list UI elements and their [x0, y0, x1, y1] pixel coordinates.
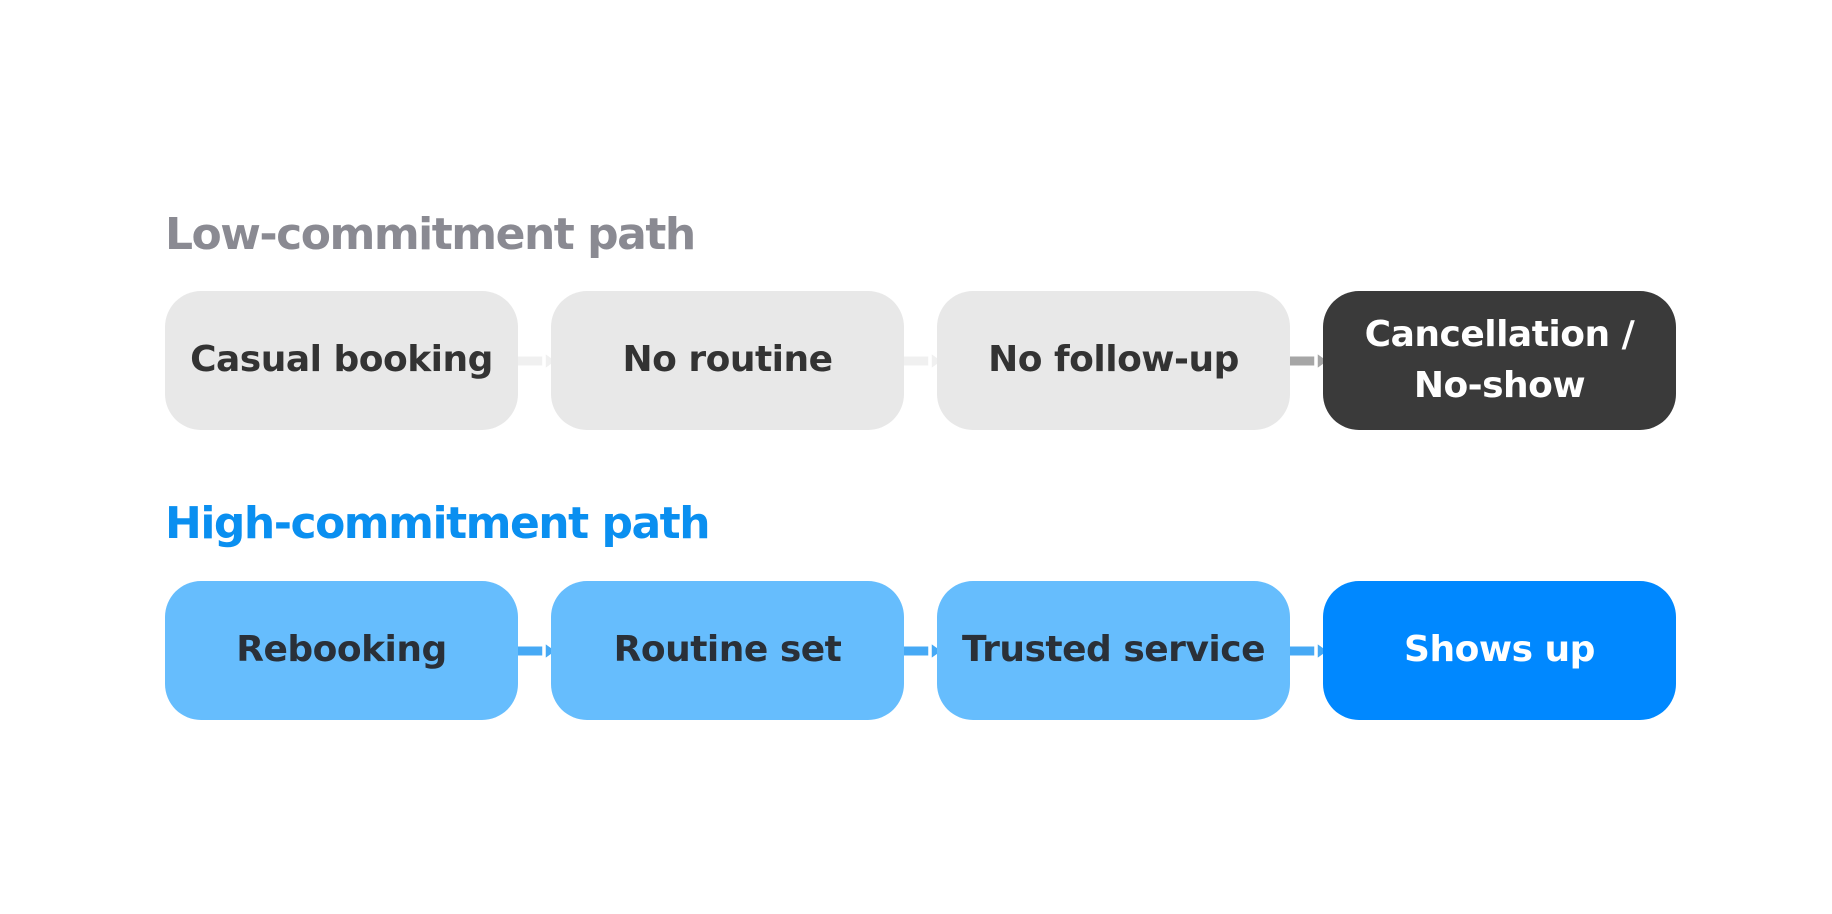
flow-step-trusted-service: Trusted service	[937, 581, 1290, 720]
low-commitment-path-title: Low-commitment path	[165, 209, 696, 260]
high-commitment-path-title: High-commitment path	[165, 498, 711, 549]
flow-step-no-routine: No routine	[551, 291, 904, 430]
flow-step-casual-booking: Casual booking	[165, 291, 518, 430]
flow-step-no-follow-up: No follow-up	[937, 291, 1290, 430]
flow-step-label: Routine set	[613, 629, 842, 671]
flow-outcome-cancellation-no-show: Cancellation / No-show	[1323, 291, 1676, 430]
flow-outcome-label: Shows up	[1404, 629, 1595, 671]
flow-step-label: No follow-up	[988, 339, 1239, 381]
flow-step-rebooking: Rebooking	[165, 581, 518, 720]
flow-step-label: No routine	[622, 339, 833, 381]
flow-step-label: Rebooking	[236, 629, 447, 671]
flow-step-routine-set: Routine set	[551, 581, 904, 720]
flow-step-label: Casual booking	[190, 339, 493, 381]
flow-outcome-label: Cancellation / No-show	[1364, 314, 1635, 406]
flow-outcome-shows-up: Shows up	[1323, 581, 1676, 720]
flow-step-label: Trusted service	[962, 629, 1266, 671]
